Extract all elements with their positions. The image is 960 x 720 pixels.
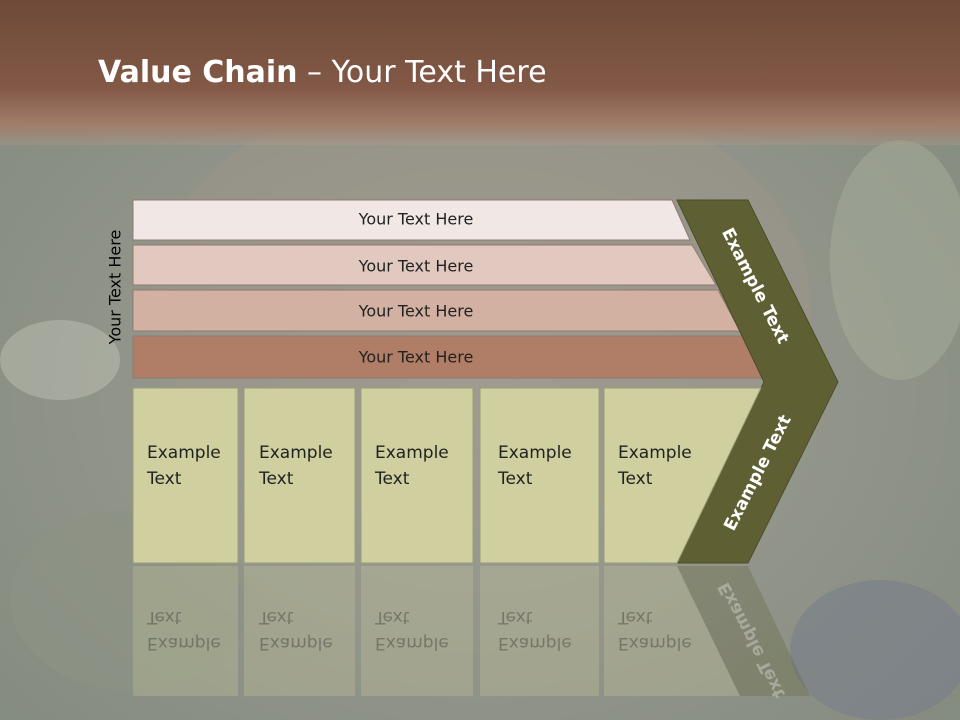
slide-title: Value Chain – Your Text Here [98,55,547,90]
box-reflection-label-5-line1: Example [618,633,692,653]
chevron-reflection [677,566,810,696]
box-reflection-5 [604,566,740,696]
box-label-2: Example Text [259,440,333,492]
box-label-3-line2: Text [375,469,410,489]
reflection-group [133,566,810,696]
title-bar [0,0,960,145]
box-reflection-label-4-line1: Example [498,633,572,653]
box-reflection-4 [480,566,599,696]
row-label-3: Your Text Here [358,301,474,321]
box-reflection-label-5: Example Text [618,604,692,656]
box-reflection-label-1: Example Text [147,604,221,656]
box-reflection-label-3-line2: Text [375,607,410,627]
box-label-2-line2: Text [259,469,294,489]
row-label-4: Your Text Here [358,347,474,367]
box-reflection-3 [361,566,473,696]
box-shape-1 [132,387,239,564]
box-reflection-1 [133,566,238,696]
row-shape-1 [132,199,691,241]
box-label-5-line2: Text [618,469,653,489]
box-label-1: Example Text [147,440,221,492]
box-label-2-line1: Example [259,443,333,463]
chevron-shape [676,199,839,564]
box-reflection-label-5-line2: Text [618,607,653,627]
box-reflection-label-2: Example Text [259,604,333,656]
box-reflection-label-3-line1: Example [375,633,449,653]
box-shape-4 [479,387,600,564]
box-shape-3 [360,387,474,564]
box-reflection-label-2-line2: Text [259,607,294,627]
box-reflection-label-1-line1: Example [147,633,221,653]
box-label-4-line1: Example [498,443,572,463]
box-label-4-line2: Text [498,469,533,489]
box-reflection-label-4-line2: Text [498,607,533,627]
box-label-4: Example Text [498,440,572,492]
box-label-5: Example Text [618,440,692,492]
title-bold: Value Chain [98,55,298,90]
box-reflection-label-4: Example Text [498,604,572,656]
box-label-3: Example Text [375,440,449,492]
box-reflection-2 [244,566,355,696]
row-label-1: Your Text Here [358,209,474,229]
row-label-2: Your Text Here [358,256,474,276]
box-shape-2 [243,387,356,564]
box-reflection-label-2-line1: Example [259,633,333,653]
row-shape-2 [132,244,717,286]
box-reflection-label-1-line2: Text [147,607,182,627]
box-label-1-line2: Text [147,469,182,489]
box-label-5-line1: Example [618,443,692,463]
box-reflection-label-3: Example Text [375,604,449,656]
box-label-3-line1: Example [375,443,449,463]
box-shape-5 [603,387,762,564]
title-rest: – Your Text Here [297,55,547,90]
box-label-1-line1: Example [147,443,221,463]
